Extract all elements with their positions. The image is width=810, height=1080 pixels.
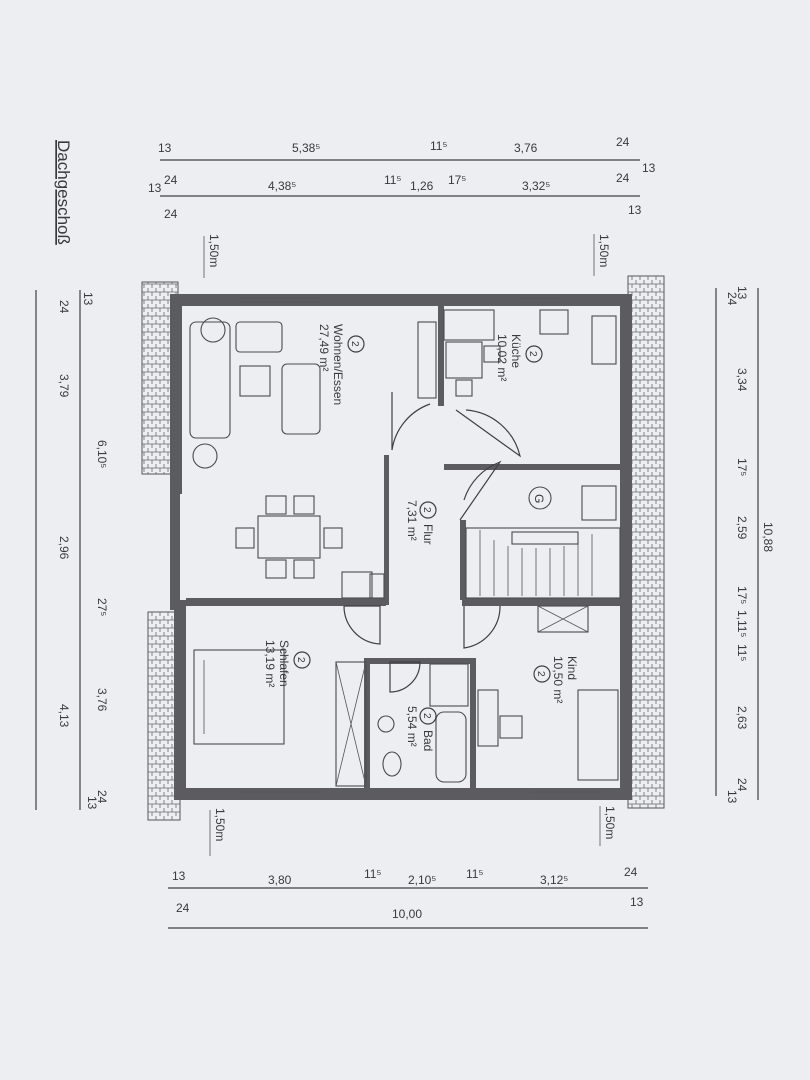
windows (240, 297, 600, 793)
room-kueche: 2 Küche 10,02 m² (495, 334, 543, 381)
dim-top2-2: 11⁵ (384, 173, 401, 187)
dim-right-9: 24 (735, 778, 749, 792)
room-kueche-number: 2 (527, 351, 538, 357)
kid-furniture (477, 605, 619, 781)
dim-bot-2: 11⁵ (364, 867, 381, 881)
dim-left-0: 13 (81, 292, 95, 306)
room-flur: 2 Flur 7,31 m² (405, 500, 437, 545)
dim-left-inner-0: 6,10⁵ (95, 440, 109, 468)
room-kind: Kind 10,50 m² 2 (533, 656, 579, 703)
dim-right-10: 13 (725, 790, 739, 804)
dim-left-6: 13 (85, 796, 99, 810)
dim-top1-sub-0: 24 (164, 173, 178, 187)
dim-right-8: 2,63 (735, 706, 749, 730)
room-schlafen: 2 Schlafen 13,19 m² (263, 640, 311, 687)
room-wohnen-number: 2 (349, 341, 360, 347)
dim-top1-1: 5,38⁵ (292, 141, 320, 155)
dim-top2-1: 4,38⁵ (268, 179, 296, 193)
overhang-top-right: 1,50m (597, 234, 611, 267)
dim-top1-sub-1: 13 (642, 161, 656, 175)
dim-top1-0: 13 (158, 141, 172, 155)
dim-top2-sub-1: 13 (628, 203, 642, 217)
dim-top1-4: 24 (616, 135, 630, 149)
dim-left-1: 24 (57, 300, 71, 314)
dim-right-5: 17⁵ (735, 586, 749, 604)
top-dimensions: 13 5,38⁵ 11⁵ 3,76 24 24 13 13 4,38⁵ 11⁵ … (148, 135, 656, 221)
dim-top2-5: 3,32⁵ (522, 179, 550, 193)
room-bad: 2 Bad 5,54 m² (405, 706, 437, 751)
dim-left-5: 24 (95, 790, 109, 804)
room-schlafen-area: 13,19 m² (263, 640, 277, 687)
room-bad-name: Bad (421, 730, 435, 751)
room-schlafen-name: Schlafen (277, 640, 291, 687)
dim-top1-3: 3,76 (514, 141, 538, 155)
kitchen-furniture (417, 309, 617, 399)
room-wohnen-area: 27,49 m² (317, 324, 331, 371)
roof-right (627, 275, 665, 809)
living-furniture (189, 317, 385, 599)
dim-top1-2: 11⁵ (430, 139, 447, 153)
dim-top2-6: 24 (616, 171, 630, 185)
dim-right-3: 17⁵ (735, 458, 749, 476)
overhang-labels: 1,50m 1,50m 1,50m 1,50m (203, 234, 617, 856)
outer-walls (170, 294, 632, 800)
room-kind-name: Kind (565, 656, 579, 680)
dim-right-4: 2,59 (735, 516, 749, 540)
dim-bot-6: 24 (624, 865, 638, 879)
dim-left-4: 4,13 (57, 704, 71, 728)
dim-top2-0: 13 (148, 181, 162, 195)
overhang-bottom-right: 1,50m (603, 806, 617, 839)
room-flur-name: Flur (421, 524, 435, 545)
dim-top2-sub-0: 24 (164, 207, 178, 221)
staircase (465, 485, 621, 599)
dim-bot-3: 2,10⁵ (408, 873, 436, 887)
dim-left-2: 3,79 (57, 374, 71, 398)
bottom-dimensions: 13 3,80 11⁵ 2,10⁵ 11⁵ 3,12⁵ 24 24 13 10,… (168, 865, 648, 929)
dim-bot-sub-0: 24 (176, 901, 190, 915)
dim-bot-4: 11⁵ (466, 867, 483, 881)
dim-left-3: 2,96 (57, 536, 71, 560)
dim-right-2: 3,34 (735, 368, 749, 392)
dim-right-total: 10,88 (761, 522, 775, 552)
room-schlafen-number: 2 (295, 657, 306, 663)
room-wohnen: 2 Wohnen/Essen 27,49 m² (317, 324, 365, 405)
room-bad-area: 5,54 m² (405, 706, 419, 747)
inner-walls (186, 306, 624, 790)
dim-bot-5: 3,12⁵ (540, 873, 568, 887)
room-labels: 2 Wohnen/Essen 27,49 m² 2 Küche 10,02 m²… (263, 324, 579, 751)
dim-top2-4: 17⁵ (448, 173, 466, 187)
dim-top2-3: 1,26 (410, 179, 434, 193)
room-kind-number: 2 (535, 671, 546, 677)
room-flur-area: 7,31 m² (405, 500, 419, 541)
dim-right-7: 11⁵ (735, 644, 749, 661)
right-dimensions: 13 24 3,34 17⁵ 2,59 17⁵ 1,11⁵ 11⁵ 2,63 2… (715, 286, 775, 804)
overhang-top-left: 1,50m (207, 234, 221, 267)
room-kueche-area: 10,02 m² (495, 334, 509, 381)
dim-right-6: 1,11⁵ (735, 610, 749, 637)
plan-title: Dachgeschoß (54, 140, 73, 245)
dim-right-0: 13 (735, 286, 749, 300)
dim-bot-1: 3,80 (268, 873, 292, 887)
dim-bot-total: 10,00 (392, 907, 422, 921)
dim-left-inner-2: 3,76 (95, 688, 109, 712)
dim-bot-sub-1: 13 (630, 895, 644, 909)
dim-left-inner-1: 27⁵ (95, 598, 109, 616)
doors (343, 392, 521, 693)
overhang-bottom-left: 1,50m (213, 808, 227, 841)
dim-bot-0: 13 (172, 869, 186, 883)
room-kueche-name: Küche (509, 334, 523, 368)
room-kind-area: 10,50 m² (551, 656, 565, 703)
left-dimensions: 13 24 3,79 2,96 4,13 24 13 6,10⁵ 27⁵ 3,7… (35, 290, 109, 810)
room-wohnen-name: Wohnen/Essen (331, 324, 345, 405)
bedroom-furniture (193, 649, 367, 787)
dim-right-1: 24 (725, 292, 739, 306)
room-bad-number: 2 (421, 713, 432, 719)
bath-furniture (377, 663, 469, 783)
room-flur-number: 2 (421, 507, 432, 513)
room-g-label: G (532, 494, 546, 503)
